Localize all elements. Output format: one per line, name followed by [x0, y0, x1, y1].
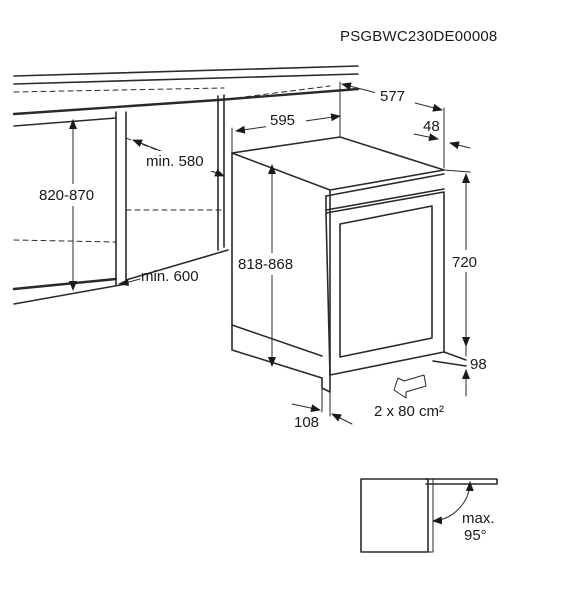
niche-depth-label: min. 580: [146, 153, 204, 170]
door-angle-value: 95°: [464, 527, 487, 544]
niche-width-label: min. 600: [141, 268, 199, 285]
door-angle-label: max.: [462, 510, 495, 527]
appliance-depth-label: 577: [380, 88, 405, 105]
appliance-width-label: 595: [270, 112, 295, 129]
plinth-depth-label: 108: [294, 414, 319, 431]
niche-height-label: 820-870: [39, 187, 94, 204]
wine-cabinet-appliance: [231, 136, 467, 393]
appliance-height-label: 818-868: [238, 256, 293, 273]
ventilation-label: 2 x 80 cm²: [374, 403, 444, 420]
door-offset-label: 48: [423, 118, 440, 135]
document-code: PSGBWC230DE00008: [340, 28, 497, 45]
door-height-label: 720: [452, 254, 477, 271]
plinth-height-label: 98: [470, 356, 487, 373]
ventilation-arrow-icon: [393, 374, 427, 399]
door-opening-detail: [360, 478, 498, 553]
